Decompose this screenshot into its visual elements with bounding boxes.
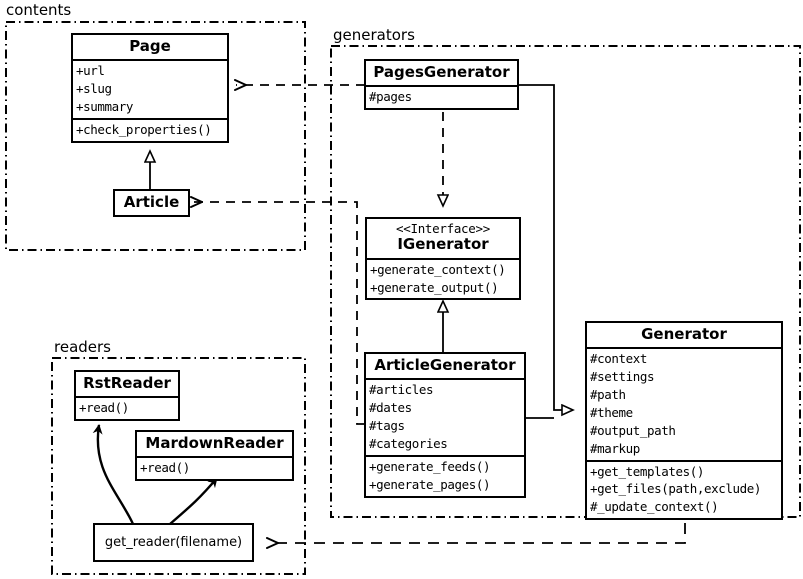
class-mardownreader-methods: +read() (137, 456, 292, 479)
function-get-reader-label: get_reader(filename) (104, 535, 243, 550)
edge-pagesgenerator-generator (519, 84, 572, 410)
class-article-name: Article (123, 193, 180, 211)
class-articlegenerator[interactable]: ArticleGenerator #articles #dates #tags … (364, 352, 526, 498)
attribute: #context (590, 351, 648, 367)
class-page-methods: +check_properties() (73, 117, 227, 141)
class-generator-methods: +get_templates() +get_files(path,exclude… (587, 459, 781, 519)
attribute: +slug (76, 81, 112, 97)
edge-getreader-mardownreader (169, 477, 218, 525)
class-igenerator-stereotype: <<Interface>> (396, 221, 490, 236)
class-igenerator-name: <<Interface>> IGenerator (367, 219, 519, 258)
attribute: #theme (590, 404, 633, 420)
method: +get_files(path,exclude) (590, 481, 762, 497)
attribute: +summary (76, 99, 134, 114)
class-page[interactable]: Page +url +slug +summary +check_properti… (71, 33, 229, 143)
method: +read() (140, 460, 190, 476)
class-igenerator-methods: +generate_context() +generate_output() (367, 257, 519, 299)
method: +read() (79, 400, 129, 416)
class-pagesgenerator-name: PagesGenerator (373, 63, 510, 81)
class-articlegenerator-methods: +generate_feeds() +generate_pages() (366, 454, 524, 496)
attribute: #markup (590, 440, 640, 456)
attribute: #path (590, 387, 626, 402)
attribute: #tags (369, 418, 405, 433)
method: #_update_context() (590, 499, 719, 515)
class-page-attributes: +url +slug +summary (73, 59, 227, 118)
attribute: #categories (369, 435, 448, 451)
method: +generate_context() (370, 261, 506, 277)
attribute: #dates (369, 400, 412, 416)
edge-getreader-rstreader (92, 424, 135, 525)
class-rstreader[interactable]: RstReader +read() (74, 370, 180, 422)
method: +generate_output() (370, 279, 499, 295)
attribute: #articles (369, 382, 434, 398)
class-generator[interactable]: Generator #context #settings #path #them… (585, 321, 783, 521)
method: +generate_feeds() (369, 458, 491, 474)
class-igenerator-title: IGenerator (397, 235, 489, 254)
class-pagesgenerator-attributes: #pages (366, 85, 517, 108)
package-label-contents: contents (4, 1, 74, 19)
edge-articlegenerator-article (190, 196, 365, 425)
attribute: +url (76, 63, 105, 79)
class-mardownreader-name: MardownReader (145, 434, 284, 452)
class-pagesgenerator[interactable]: PagesGenerator #pages (364, 59, 519, 111)
class-rstreader-name: RstReader (83, 374, 171, 392)
class-generator-name: Generator (641, 325, 727, 343)
method: +generate_pages() (369, 476, 491, 492)
method: +get_templates() (590, 463, 705, 479)
method: +check_properties() (76, 121, 212, 137)
class-page-name: Page (129, 37, 171, 55)
package-label-generators: generators (331, 26, 417, 44)
class-articlegenerator-attributes: #articles #dates #tags #categories (366, 378, 524, 455)
attribute: #pages (369, 89, 412, 105)
attribute: #settings (590, 369, 655, 385)
class-generator-attributes: #context #settings #path #theme #output_… (587, 347, 781, 459)
function-get-reader[interactable]: get_reader(filename) (93, 523, 254, 562)
class-articlegenerator-name: ArticleGenerator (374, 356, 516, 374)
class-mardownreader[interactable]: MardownReader +read() (135, 430, 294, 482)
package-label-readers: readers (52, 338, 113, 356)
class-igenerator[interactable]: <<Interface>> IGenerator +generate_conte… (365, 217, 521, 301)
attribute: #output_path (590, 422, 676, 438)
class-rstreader-methods: +read() (76, 396, 178, 419)
class-article[interactable]: Article (113, 189, 190, 218)
